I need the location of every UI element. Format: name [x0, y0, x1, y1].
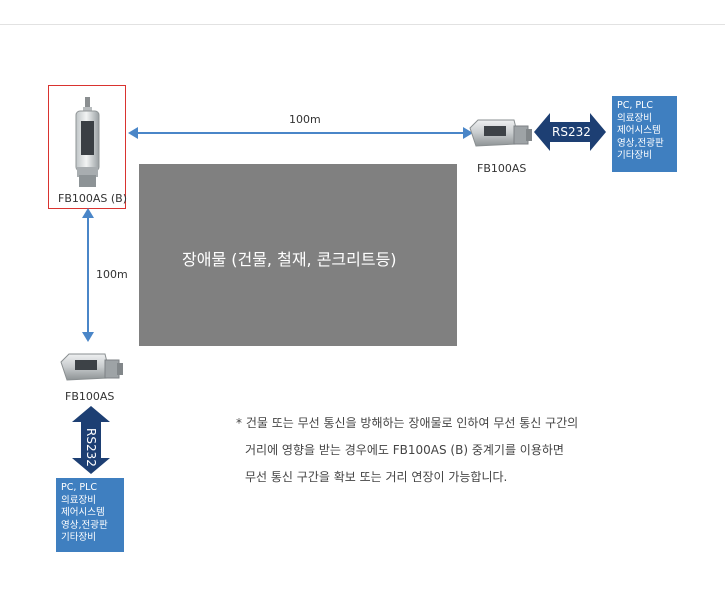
right-device-label: FB100AS [477, 162, 527, 175]
horizontal-distance-label: 100m [289, 113, 321, 126]
equipment-item: 기타장비 [617, 150, 652, 161]
bottom-device-label: FB100AS [65, 390, 115, 403]
top-divider [0, 24, 725, 25]
equipment-item: 제어시스템 [617, 125, 661, 136]
vertical-distance-label: 100m [96, 268, 128, 281]
equipment-item: 제어시스템 [61, 507, 105, 518]
equipment-item: 기타장비 [61, 532, 96, 543]
rs232-bottom-label: RS232 [84, 427, 98, 467]
bottom-equipment-box: PC, PLC 의료장비 제어시스템 영상,전광판 기타장비 [56, 478, 124, 552]
equipment-item: 의료장비 [61, 494, 96, 506]
repeater-label: FB100AS (B) [58, 192, 128, 205]
rs232-right-arrow [534, 113, 606, 151]
right-device-icon [469, 119, 532, 147]
right-equipment-box: PC, PLC 의료장비 제어시스템 영상,전광판 기타장비 [612, 96, 677, 172]
note-line: 거리에 영향을 받는 경우에도 FB100AS (B) 중계기를 이용하면 [245, 443, 564, 457]
repeater-device-icon [75, 97, 100, 187]
note-line: 무선 통신 구간을 확보 또는 거리 연장이 가능합니다. [245, 470, 508, 484]
equipment-item: 영상,전광판 [61, 519, 108, 531]
vertical-link-arrow [82, 208, 94, 342]
rs232-right-label: RS232 [552, 125, 591, 139]
obstacle-label: 장애물 (건물, 철재, 콘크리트등) [182, 250, 397, 269]
horizontal-link-arrow [128, 127, 473, 139]
obstacle-block [139, 164, 457, 346]
description-note: * 건물 또는 무선 통신을 방해하는 장애물로 인하여 무선 통신 구간의 거… [236, 410, 578, 491]
rs232-bottom-arrow [72, 406, 110, 474]
equipment-item: PC, PLC [61, 482, 98, 493]
note-line: * 건물 또는 무선 통신을 방해하는 장애물로 인하여 무선 통신 구간의 [236, 416, 579, 430]
equipment-item: PC, PLC [617, 100, 654, 111]
equipment-item: 영상,전광판 [617, 137, 664, 149]
equipment-item: 의료장비 [617, 112, 652, 124]
bottom-device-icon [60, 353, 123, 381]
